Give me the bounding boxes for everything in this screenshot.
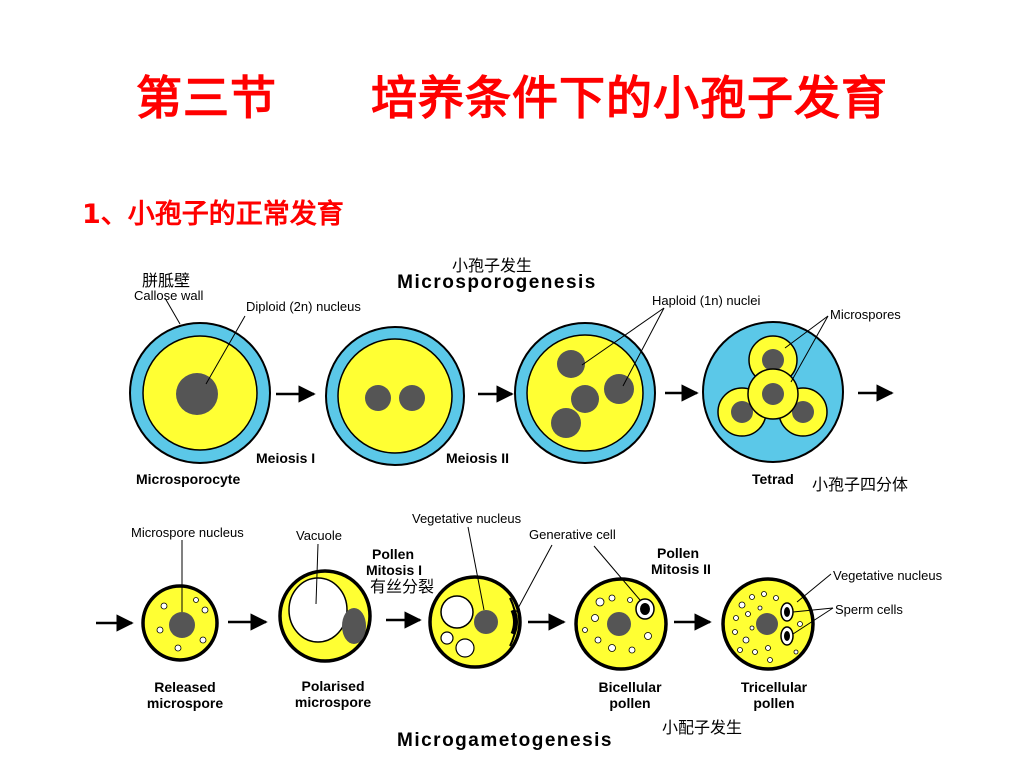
microspores-label: Microspores: [830, 307, 901, 322]
pollen-mitosis-two-label-a: Pollen: [657, 545, 699, 561]
vegetative-nucleus-label-right: Vegetative nucleus: [833, 568, 943, 583]
mitosis-label-cn: 有丝分裂: [370, 577, 434, 596]
polarised-microspore-cell: [278, 569, 372, 663]
meiosis-one-cell: [325, 326, 465, 466]
microsporogenesis-title-cn: 小孢子发生: [452, 256, 532, 275]
vacuole-label: Vacuole: [296, 528, 342, 543]
microgametogenesis-title: Microgametogenesis: [397, 730, 613, 751]
polarised-microspore-label-b: microspore: [295, 694, 371, 710]
section-heading: 1、小孢子的正常发育: [82, 199, 344, 230]
tricellular-pollen-label-a: Tricellular: [741, 679, 808, 695]
pollen-mitosis-one-label-a: Pollen: [372, 546, 414, 562]
microspore-nucleus-label: Microspore nucleus: [131, 525, 244, 540]
vegetative-nucleus-label-top: Vegetative nucleus: [412, 511, 522, 526]
microsporocyte-label: Microsporocyte: [136, 471, 240, 487]
tetrad-label-cn: 小孢子四分体: [812, 475, 908, 494]
pollen-mitosis-two-label-b: Mitosis II: [651, 561, 711, 577]
released-microspore-label-a: Released: [154, 679, 215, 695]
microsporocyte-cell: [129, 322, 271, 464]
released-microspore-cell: [141, 584, 219, 662]
microgametogenesis-title-cn: 小配子发生: [662, 718, 742, 737]
microsporogenesis-title: Microsporogenesis: [397, 272, 597, 293]
bicellular-pollen-cell: [574, 577, 668, 671]
callose-wall-label: Callose wall: [134, 288, 203, 303]
meiosis-two-label: Meiosis II: [446, 450, 509, 466]
diploid-nucleus-label: Diploid (2n) nucleus: [246, 299, 361, 314]
sperm-cells-label: Sperm cells: [835, 602, 903, 617]
generative-cell-label: Generative cell: [529, 527, 616, 542]
callose-wall-label-cn: 胼胝壁: [142, 271, 190, 290]
polarised-microspore-label-a: Polarised: [301, 678, 364, 694]
haploid-nuclei-label: Haploid (1n) nuclei: [652, 293, 761, 308]
pollen-mitosis-one-cell: [428, 575, 522, 669]
tetrad-label: Tetrad: [752, 471, 794, 487]
pollen-mitosis-one-label-b: Mitosis I: [366, 562, 422, 578]
meiosis-two-cell: [514, 322, 656, 464]
released-microspore-label-b: microspore: [147, 695, 223, 711]
tetrad-cell: [702, 321, 844, 463]
slide-title: 第三节 培养条件下的小孢子发育: [136, 71, 888, 125]
meiosis-one-label: Meiosis I: [256, 450, 315, 466]
bicellular-pollen-label-a: Bicellular: [598, 679, 662, 695]
bicellular-pollen-label-b: pollen: [609, 695, 650, 711]
tricellular-pollen-cell: [721, 577, 815, 671]
tricellular-pollen-label-b: pollen: [753, 695, 794, 711]
